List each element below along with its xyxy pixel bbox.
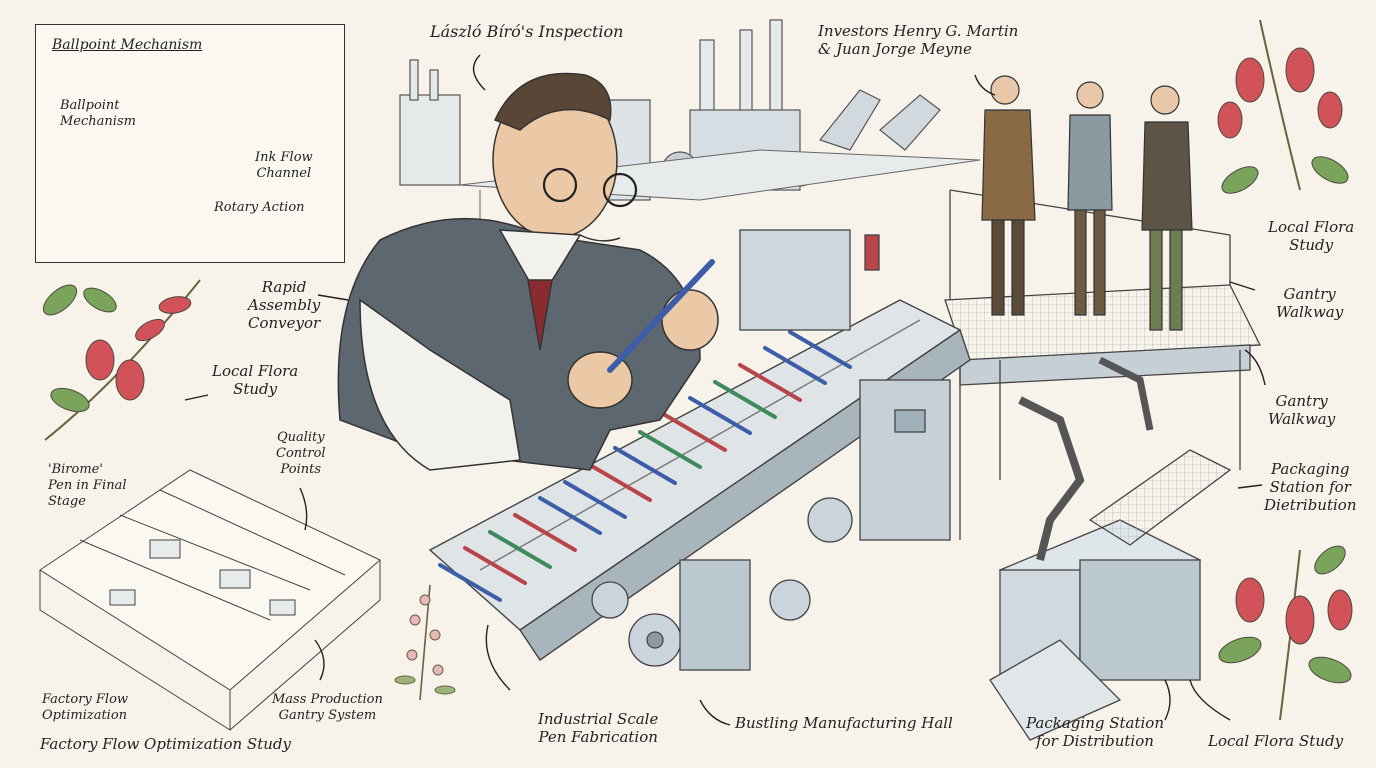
gear-machinery bbox=[591, 229, 951, 671]
investors-figures bbox=[981, 75, 1193, 331]
flower-bottom-right bbox=[1218, 545, 1353, 721]
label-mass-production-gantry: Mass Production Gantry System bbox=[272, 692, 383, 723]
flower-top-right bbox=[1217, 19, 1349, 194]
flower-left bbox=[42, 279, 201, 441]
label-rotary-action: Rotary Action bbox=[214, 200, 305, 215]
ballpoint-inset: Ballpoint Mechanism bbox=[35, 24, 345, 263]
label-industrial-scale-fabrication: Industrial Scale Pen Fabrication bbox=[538, 710, 659, 746]
laszlo-biro-figure bbox=[337, 72, 719, 471]
title-laszlo-biro-inspection: László Bíró's Inspection bbox=[430, 22, 624, 41]
label-rapid-assembly-conveyor: Rapid Assembly Conveyor bbox=[248, 278, 321, 332]
label-gantry-walkway-2: Gantry Walkway bbox=[1268, 392, 1336, 428]
packaging-station bbox=[989, 356, 1232, 741]
label-local-flora-left: Local Flora Study bbox=[212, 362, 299, 398]
flower-sprig bbox=[394, 584, 456, 701]
inset-title: Ballpoint Mechanism bbox=[52, 37, 203, 53]
pens-on-conveyor bbox=[438, 330, 852, 602]
label-investors: Investors Henry G. Martin & Juan Jorge M… bbox=[818, 22, 1019, 58]
label-gantry-walkway-1: Gantry Walkway bbox=[1276, 285, 1344, 321]
label-ink-flow-channel: Ink Flow Channel bbox=[255, 150, 313, 181]
label-bustling-manufacturing-hall: Bustling Manufacturing Hall bbox=[735, 714, 953, 732]
label-local-flora-top-right: Local Flora Study bbox=[1268, 218, 1355, 254]
label-packaging-station-right: Packaging Station for Dietribution bbox=[1264, 460, 1357, 514]
label-local-flora-bottom-right: Local Flora Study bbox=[1208, 732, 1344, 750]
factory-floorplan bbox=[39, 469, 381, 731]
label-ballpoint-mechanism: Ballpoint Mechanism bbox=[60, 98, 136, 129]
label-quality-control-points: Quality Control Points bbox=[276, 430, 326, 477]
label-factory-flow-optimization: Factory Flow Optimization bbox=[42, 692, 129, 723]
label-factory-flow-study: Factory Flow Optimization Study bbox=[40, 735, 291, 753]
label-packaging-station-bottom: Packaging Station for Distribution bbox=[1026, 714, 1164, 750]
label-birome-pen: 'Birome' Pen in Final Stage bbox=[48, 462, 127, 509]
